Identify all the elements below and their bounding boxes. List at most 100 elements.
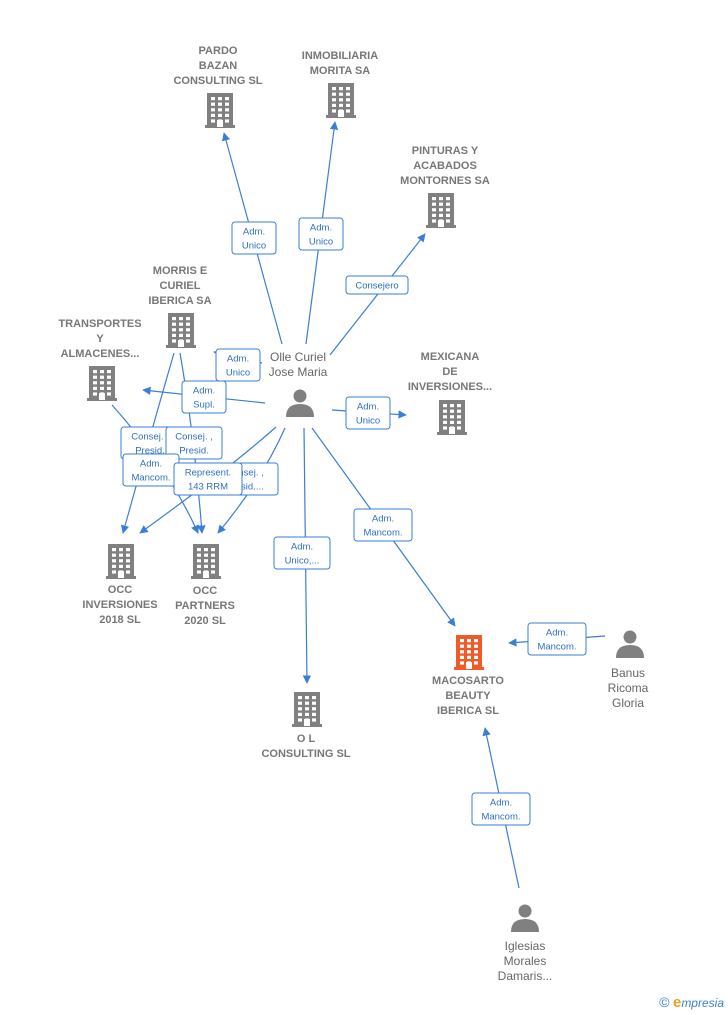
edge-label-text: Mancom. — [363, 528, 402, 539]
node-label-line: ALMACENES... — [61, 348, 140, 360]
edge-label-text: Consej. , — [175, 432, 213, 443]
edge-label-text: Adm. — [291, 542, 313, 553]
node-label-line: IBERICA SL — [437, 705, 499, 717]
edge-label-text: Adm. — [227, 354, 249, 365]
edge-label-olle-ol[interactable]: Adm. Unico,... — [273, 536, 331, 570]
node-label-line: PARTNERS — [175, 600, 235, 612]
edge-label-text: Supl. — [193, 400, 215, 411]
node-label-line: INVERSIONES... — [408, 381, 492, 393]
node-label-line: INMOBILIARIA — [302, 50, 378, 62]
node-label-line: CONSULTING SL — [261, 748, 350, 760]
edge-label-box — [345, 275, 409, 295]
person-node-iglesias[interactable]: IglesiasMoralesDamaris... — [498, 904, 553, 984]
edge-label-text: Consejero — [355, 281, 398, 292]
node-label-line: Damaris... — [498, 969, 553, 983]
edge-label-text: Consej. , — [131, 432, 169, 443]
node-label-line: TRANSPORTES — [58, 318, 141, 330]
node-label-line: MORRIS E — [153, 265, 207, 277]
company-node-mexicana[interactable]: MEXICANA DE INVERSIONES... — [408, 351, 492, 435]
node-label-line: Ricoma — [608, 681, 649, 695]
edge-label-box — [527, 622, 587, 656]
node-label-line: BAZAN — [199, 60, 238, 72]
company-node-occpart[interactable]: OCC PARTNERS 2020 SL — [175, 544, 235, 627]
company-node-morita[interactable]: INMOBILIARIA MORITA SA — [302, 50, 378, 118]
edge-label-text: Unico,... — [285, 556, 320, 567]
edge-label-text: Unico — [242, 241, 266, 252]
edges-layer — [111, 121, 606, 889]
edge-label-morris-occinv[interactable]: Consej. ,Presid. — [120, 426, 180, 460]
edge-label-box — [345, 396, 391, 430]
node-label-line: Y — [96, 333, 104, 345]
company-node-ol[interactable]: O L CONSULTING SL — [261, 692, 351, 760]
company-node-pinturas[interactable]: PINTURAS Y ACABADOS MONTORNES SA — [400, 145, 490, 228]
node-label-line: OCC — [193, 585, 218, 597]
edge-label-text: Unico — [309, 237, 333, 248]
edge-label-olle-mexicana[interactable]: Adm.Unico — [345, 396, 391, 430]
edge-label-text: Adm. — [546, 628, 568, 639]
edge-label-box — [273, 536, 331, 570]
building-icon — [326, 83, 356, 118]
building-icon — [166, 313, 196, 348]
edge-label-morris-occpart[interactable]: Consej. , Presid. — [165, 426, 223, 460]
node-label-line: MONTORNES SA — [400, 175, 490, 187]
node-label-line: CONSULTING SL — [173, 75, 262, 87]
edge-label-box — [353, 508, 413, 542]
building-icon — [106, 544, 136, 579]
edge-label-text: Represent. — [185, 468, 231, 479]
copyright-icon: © — [659, 994, 670, 1010]
edge-label-text: Mancom. — [131, 473, 170, 484]
building-icon — [87, 366, 117, 401]
edge-label-olle-occinv[interactable]: Adm. Mancom. — [122, 453, 180, 487]
node-label-line: 2018 SL — [99, 614, 141, 626]
node-label-line: PINTURAS Y — [412, 145, 479, 157]
building-icon — [454, 635, 484, 670]
edge-label-text: Consej. , — [226, 468, 264, 479]
node-label-line: Jose Maria — [269, 365, 328, 379]
edge-label-box — [181, 380, 227, 414]
edge-label-banus-macosarto[interactable]: Adm. Mancom. — [527, 622, 587, 656]
node-label-line: IBERICA SA — [148, 295, 211, 307]
node-label-line: ACABADOS — [413, 160, 477, 172]
edge-label-text: Adm. — [193, 386, 215, 397]
edge-label-text: Adm. — [490, 798, 512, 809]
person-icon — [511, 904, 539, 932]
building-icon — [437, 400, 467, 435]
edge-label-text: Mancom. — [537, 642, 576, 653]
edge-label-box — [231, 221, 277, 255]
edge-label-olle-macosarto[interactable]: Adm.Mancom. — [353, 508, 413, 542]
edge-label-text: Adm. — [140, 459, 162, 470]
node-label-line: INVERSIONES — [82, 599, 157, 611]
edge-label-olle-pardo[interactable]: Adm.Unico — [231, 221, 277, 255]
edge-label-text: Presid. — [179, 446, 209, 457]
node-label-line: DE — [442, 366, 457, 378]
node-label-line: 2020 SL — [184, 615, 226, 627]
node-label-line: MEXICANA — [421, 351, 480, 363]
edge-label-transportes-occpart[interactable]: Represent.143 RRM — [173, 462, 243, 496]
edge-label-iglesias-macosarto[interactable]: Adm.Mancom. — [471, 792, 531, 826]
edge-label-box — [173, 462, 243, 496]
edge-label-olle-transportes[interactable]: Adm. Supl. — [181, 380, 227, 414]
person-icon — [286, 389, 314, 417]
edge-label-box — [298, 217, 344, 251]
node-label-line: MORITA SA — [310, 65, 371, 77]
edge-label-text: Presid.... — [226, 482, 264, 493]
edge-label-text: Adm. — [310, 223, 332, 234]
node-label-line: O L — [297, 733, 316, 745]
footer-brand[interactable]: © empresia — [659, 994, 724, 1011]
edge-label-olle-morris[interactable]: Adm.Unico — [215, 348, 261, 382]
edge-label-box — [215, 348, 261, 382]
edge-label-box — [165, 426, 223, 460]
node-label-line: Morales — [504, 954, 547, 968]
brand-logo-initial: e — [672, 994, 682, 1011]
edge-label-olle-morita[interactable]: Adm. Unico — [298, 217, 344, 251]
edge-label-olle-pinturas[interactable]: Consejero — [345, 275, 409, 295]
company-node-transportes[interactable]: TRANSPORTES Y ALMACENES... — [58, 318, 142, 401]
